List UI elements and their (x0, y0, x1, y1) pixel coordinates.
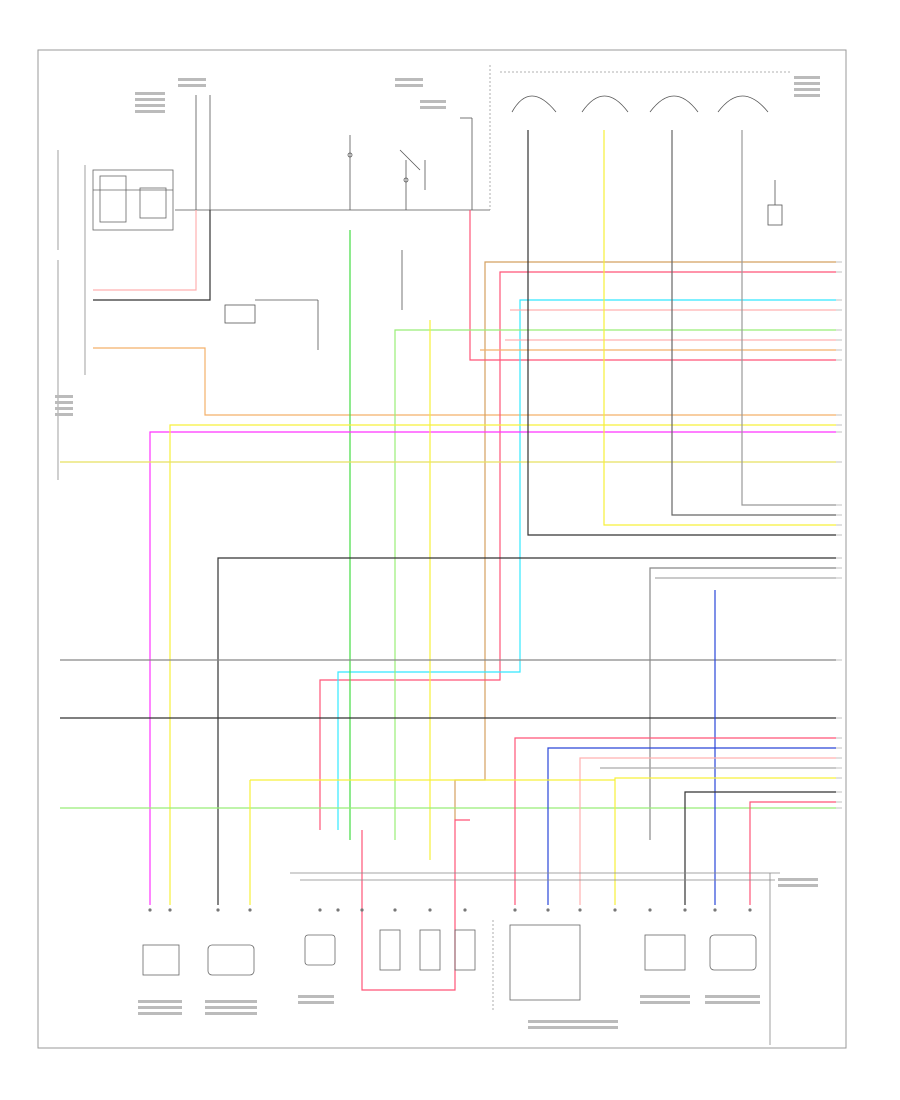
diagram-frame (37, 49, 847, 1049)
wire-pink (93, 210, 197, 291)
sensor-icon-1 (142, 944, 180, 976)
switch-pack-icon (509, 924, 581, 1001)
solenoid-connector-arcs (511, 95, 769, 113)
sensor-icon-3 (304, 934, 336, 966)
sensor-icon-2 (207, 944, 255, 976)
wire-pink-low (579, 757, 836, 905)
relay-icon (767, 180, 783, 226)
wire-red-low (514, 737, 836, 905)
sensor-icon-4 (644, 934, 686, 971)
wire-cyan (337, 299, 836, 830)
solenoid-icon-2 (419, 929, 441, 971)
relay-small-icon (224, 299, 319, 350)
wire-black-mid (217, 557, 836, 905)
connector-pins (148, 908, 752, 912)
transmission-connector-bar (290, 872, 780, 1045)
switch-icon (347, 149, 426, 310)
wire-red-a (319, 271, 836, 830)
dashed-separator (489, 65, 790, 1010)
wire-yellow (169, 424, 836, 905)
wire-red-b (469, 210, 836, 361)
right-terminal-ticks (836, 261, 842, 809)
wire-gray-mid (649, 567, 836, 840)
components-bottom (142, 924, 757, 1001)
wire-yellow-col2 (603, 130, 836, 526)
wire-black-col1 (527, 130, 836, 536)
power-rail (175, 95, 490, 211)
sensor-icon-5 (709, 934, 757, 971)
wire-tan (454, 261, 836, 820)
wire-black-low2 (684, 791, 836, 905)
wire-set (60, 130, 836, 991)
fuse-block-icon (92, 169, 174, 231)
wire-blue-b (547, 747, 836, 905)
wire-orange (93, 347, 836, 416)
wire-red-low2 (749, 801, 836, 905)
wire-yellow-low (614, 777, 836, 905)
wire-magenta (149, 431, 836, 905)
solenoid-icon-3 (454, 929, 476, 971)
label-marks (55, 76, 820, 1029)
wire-light-green (394, 329, 836, 840)
wire-red-loop (361, 819, 470, 991)
wire-gray-col4 (741, 130, 836, 506)
wire-gray-col3 (671, 130, 836, 516)
wire-black-short (93, 210, 211, 301)
left-connector-block (57, 150, 86, 480)
solenoid-icon-1 (379, 929, 401, 971)
